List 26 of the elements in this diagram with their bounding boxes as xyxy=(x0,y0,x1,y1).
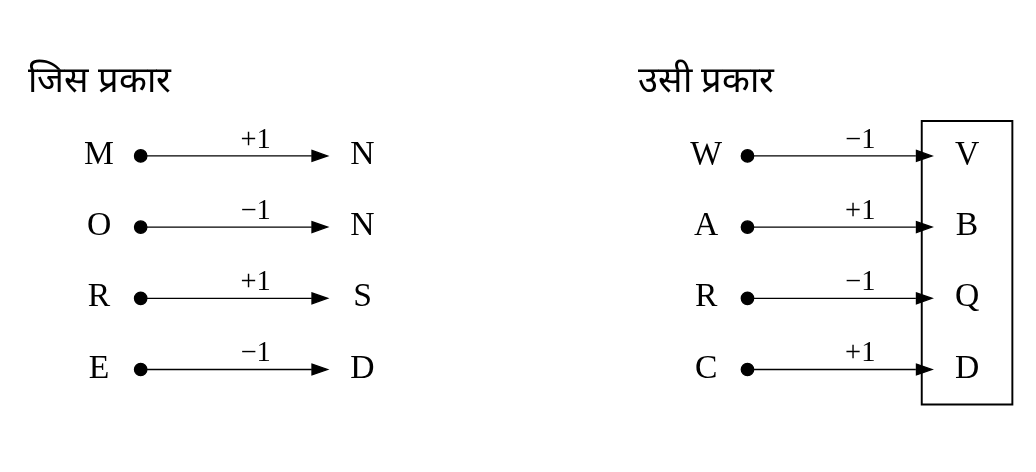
node-text: V xyxy=(954,133,979,171)
label: उसी प्रकार xyxy=(637,59,774,100)
node-text: R xyxy=(694,275,717,313)
node-text: Q xyxy=(954,275,979,313)
label: जिस प्रकार xyxy=(27,59,171,100)
node-text: D xyxy=(954,347,979,385)
node-text: S xyxy=(352,275,372,313)
node-text: R xyxy=(87,275,110,313)
node-text: N xyxy=(349,133,375,171)
node-text: M xyxy=(83,133,114,171)
edge-label: −1 xyxy=(240,193,271,225)
node-text: O xyxy=(86,204,111,242)
edge-label: −1 xyxy=(844,264,875,296)
edge-label: −1 xyxy=(844,122,875,154)
node-text: W xyxy=(689,133,722,171)
node-text: D xyxy=(349,347,375,385)
node-text: N xyxy=(349,204,375,242)
node-text: B xyxy=(955,204,978,242)
node-text: C xyxy=(694,347,717,385)
edge-label: −1 xyxy=(240,335,271,367)
node-text: E xyxy=(88,347,109,385)
edge-label: +1 xyxy=(844,193,875,225)
edge-label: +1 xyxy=(240,264,271,296)
node-text: A xyxy=(693,204,718,242)
edge-label: +1 xyxy=(844,335,875,367)
edge-label: +1 xyxy=(240,122,271,154)
